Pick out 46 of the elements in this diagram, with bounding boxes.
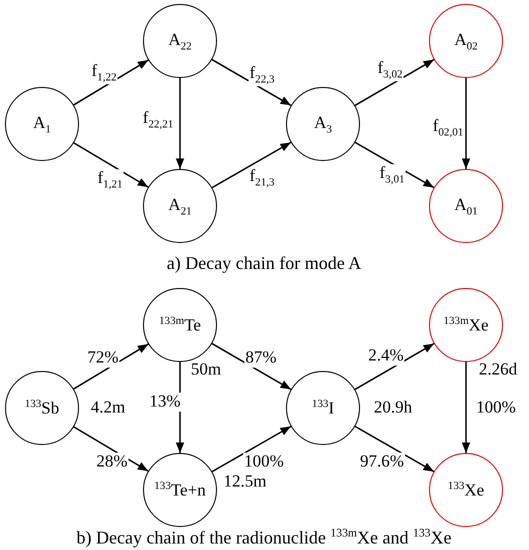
half-life-label: 50m — [190, 360, 222, 380]
node-label: $^{133m}$Xe — [444, 314, 488, 336]
node-label: $^{133}$Xe — [448, 480, 484, 500]
arrow — [73, 142, 149, 188]
arrow — [212, 342, 292, 390]
arrow — [212, 58, 292, 106]
edge-label: 87% — [244, 348, 278, 368]
arrow — [73, 343, 149, 390]
node-label: A$_{3}$ — [314, 112, 332, 136]
node-label: $^{133}$I — [312, 398, 334, 418]
half-life-label: 20.9h — [372, 398, 414, 418]
arrow — [354, 142, 434, 188]
half-life-label: 12.5m — [222, 472, 268, 492]
edge-label: 13% — [148, 392, 182, 412]
edge-label: f$_{3,01}$ — [378, 164, 406, 186]
caption: a) Decay chain for mode A — [166, 254, 362, 274]
arrow — [354, 342, 434, 390]
edge-label: f$_{22,21}$ — [142, 109, 174, 131]
edge-label: f$_{1,21}$ — [96, 169, 124, 191]
arrow — [462, 362, 470, 453]
node-label: A$_{02}$ — [454, 30, 478, 52]
arrow — [73, 426, 149, 472]
arrow — [212, 142, 292, 188]
arrow — [462, 78, 470, 169]
arrow — [354, 58, 434, 106]
node-label: A$_{01}$ — [454, 194, 478, 218]
node-label: A$_{1}$ — [33, 112, 51, 136]
arrow — [73, 59, 149, 106]
half-life-label: 4.2m — [90, 398, 126, 418]
node-label: A$_{21}$ — [168, 194, 192, 218]
node-label: $^{133}$Te+n — [154, 480, 206, 500]
edge-label: f$_{02,01}$ — [432, 117, 464, 139]
node-label: A$_{22}$ — [168, 30, 192, 52]
node-label: $^{133m}$Te — [159, 314, 201, 336]
arrow — [176, 78, 184, 169]
edge-label: f$_{21,3}$ — [248, 167, 276, 189]
edge-label: 72% — [86, 348, 120, 368]
half-life-label: 2.26d — [478, 360, 518, 380]
arrow — [354, 426, 434, 472]
edge-label: 2.4% — [367, 346, 405, 366]
edge-label: f$_{22,3}$ — [248, 64, 276, 86]
node-label: $^{133}$Sb — [24, 398, 60, 418]
caption: b) Decay chain of the radionuclide $^{133m}$Xe and $^{133}$Xe — [75, 528, 453, 548]
edge-label: f$_{1,22}$ — [90, 62, 118, 84]
arrow — [212, 426, 292, 472]
edge-label: f$_{3,02}$ — [376, 59, 404, 81]
